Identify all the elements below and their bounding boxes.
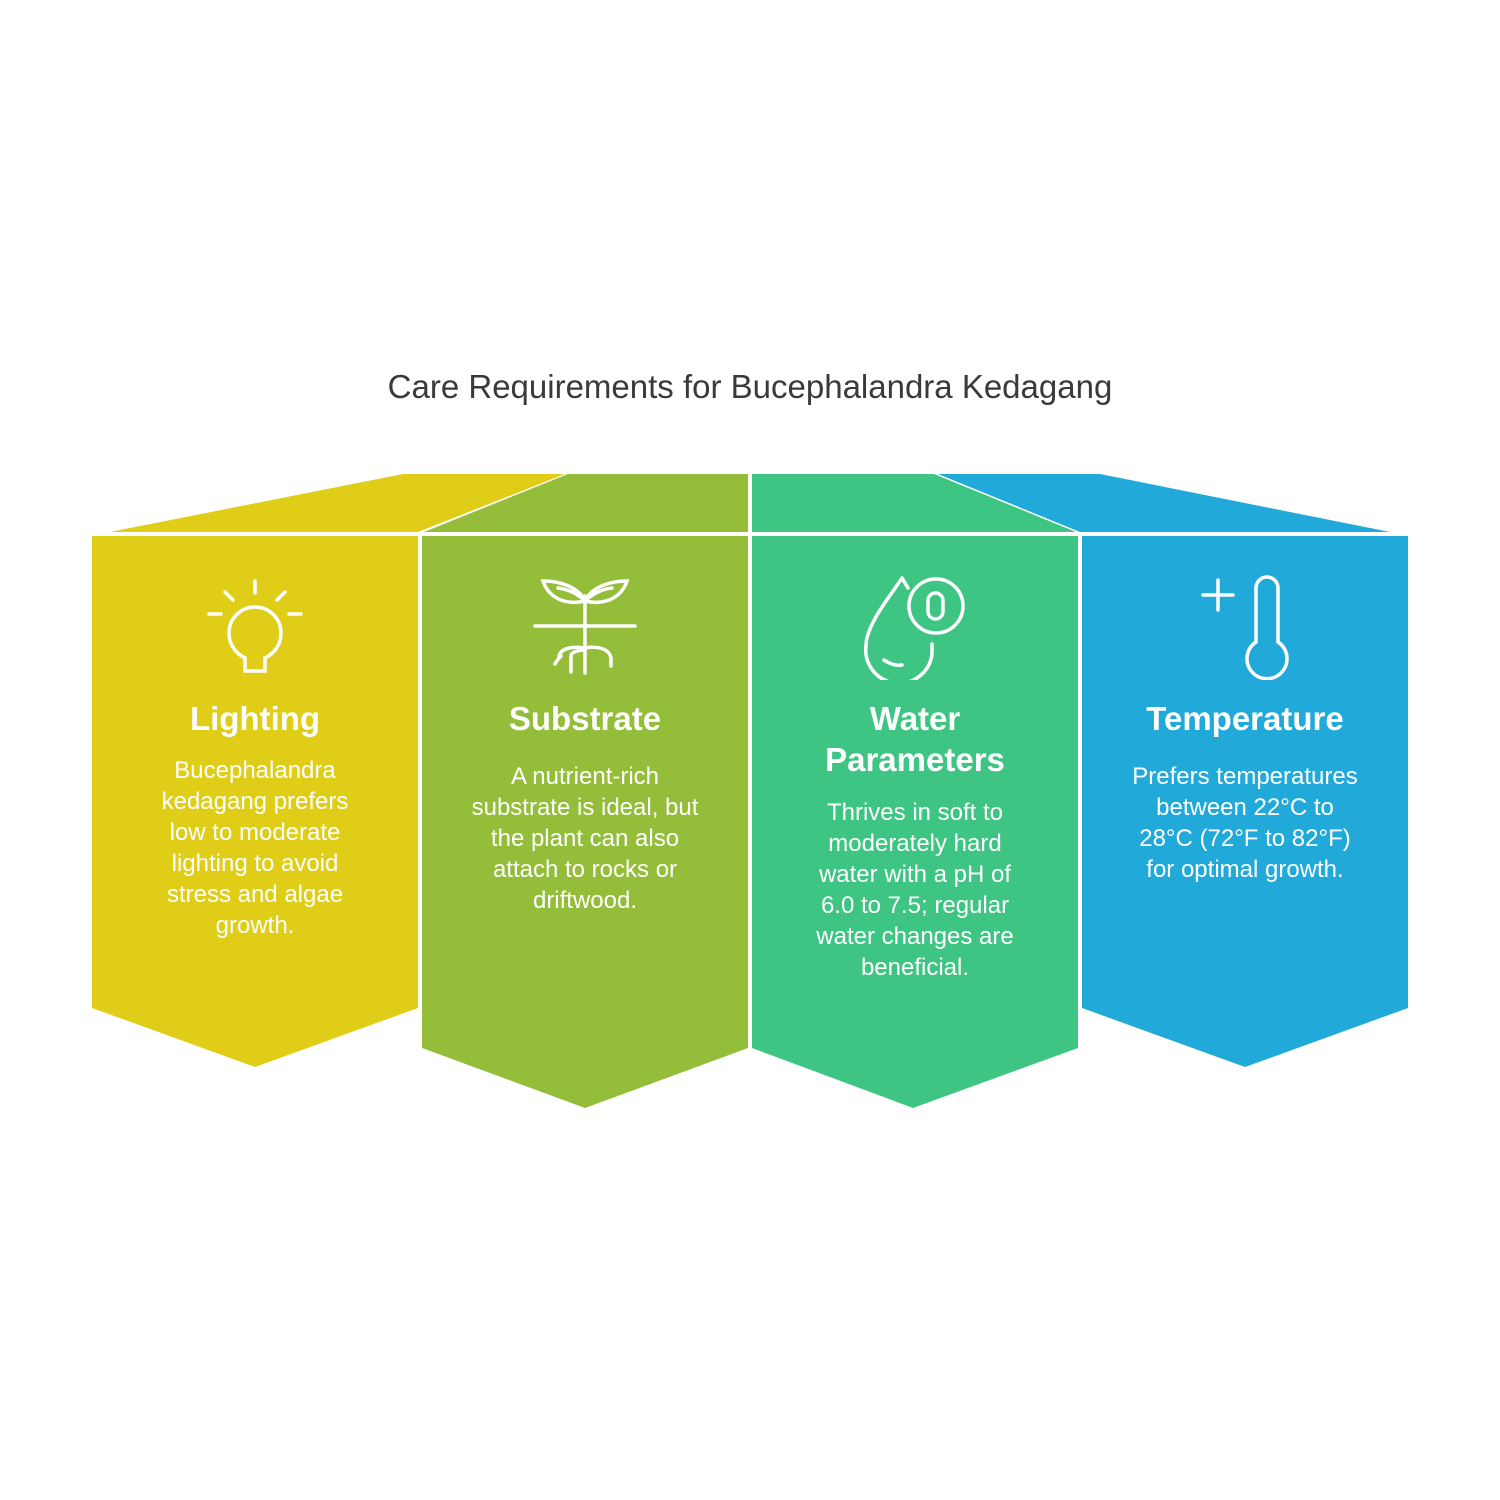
card-heading: Substrate xyxy=(508,700,662,737)
panel-lighting xyxy=(92,536,418,1067)
roof-substrate xyxy=(424,474,748,532)
card-text: Bucephalandra kedagang prefers low to mo… xyxy=(161,757,349,939)
card-substrate: Substrate A nutrient-rich substrate is i… xyxy=(422,698,748,916)
card-text: Thrives in soft to moderately hard water… xyxy=(816,799,1014,981)
card-heading: Water Parameters xyxy=(825,700,1005,778)
roof-water xyxy=(752,474,1076,532)
panel-substrate xyxy=(422,536,748,1108)
card-water: Water Parameters Thrives in soft to mode… xyxy=(752,698,1078,983)
card-lighting: Lighting Bucephalandra kedagang prefers … xyxy=(92,698,418,941)
thermometer-icon xyxy=(1201,575,1289,680)
diagram-title: Care Requirements for Bucephalandra Keda… xyxy=(387,368,1113,405)
card-text: A nutrient-rich substrate is ideal, but … xyxy=(471,763,699,914)
panel-water xyxy=(752,536,1078,1108)
panel-temperature xyxy=(1082,536,1408,1067)
lightbulb-icon xyxy=(207,579,303,673)
card-heading: Temperature xyxy=(1146,700,1344,737)
water-drop-icon xyxy=(864,576,965,680)
card-text: Prefers temperatures between 22°C to 28°… xyxy=(1132,763,1358,883)
card-temperature: Temperature Prefers temperatures between… xyxy=(1082,698,1408,885)
roof-lighting xyxy=(110,474,565,532)
card-heading: Lighting xyxy=(189,700,321,737)
roof-temperature xyxy=(938,474,1390,532)
sprout-roots-icon xyxy=(533,579,637,675)
